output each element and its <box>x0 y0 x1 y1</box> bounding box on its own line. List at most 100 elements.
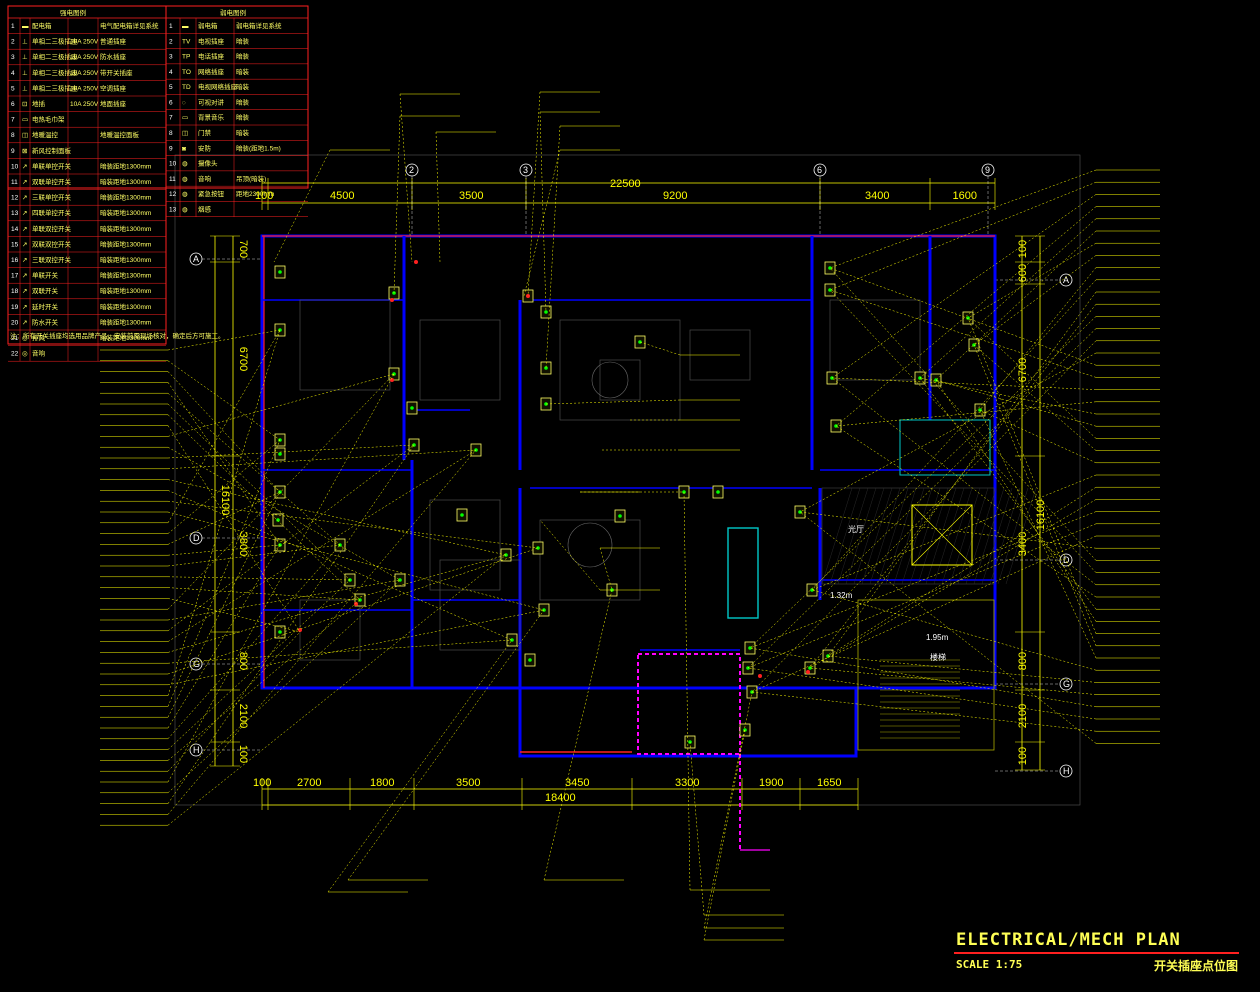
dim-label-top: 3500 <box>459 190 483 202</box>
leader-line <box>545 399 681 405</box>
legend-row-desc: 暗装距地1300mm <box>100 333 151 342</box>
leader-line <box>829 169 1097 269</box>
legend-row-name: 烟感 <box>198 204 212 213</box>
legend-row-desc: 电气配电箱详见系统 <box>100 21 159 30</box>
legend-row-number: 4 <box>11 70 15 77</box>
legend-row-name: 双联单控开关 <box>32 177 72 186</box>
legend-symbol-icon: ⊥ <box>22 85 28 92</box>
grid-bubble <box>1059 273 1073 287</box>
leader-line <box>751 340 1097 693</box>
dim-label-top: 4500 <box>330 190 354 202</box>
leader-line <box>167 444 415 631</box>
leader-line <box>749 511 1097 649</box>
legend-row-name: 三联单控开关 <box>32 193 72 202</box>
leader-line <box>167 329 281 523</box>
dim-label-top: 100 <box>255 190 273 202</box>
leader-line <box>167 371 281 493</box>
legend-row-number: 21 <box>11 335 19 342</box>
leader-line <box>167 360 281 441</box>
legend-symbol-icon: ◌ <box>182 99 186 106</box>
legend-row-desc: 弱电箱详见系统 <box>236 21 282 30</box>
dim-label-bottom: 3500 <box>456 777 480 789</box>
dim-label-right: 2100 <box>1017 704 1029 728</box>
dim-label-top: 1600 <box>953 190 977 202</box>
legend-symbol-icon: ⊥ <box>22 54 28 61</box>
dim-label-left: 6700 <box>237 347 249 371</box>
dim-label-top: 3400 <box>865 190 889 202</box>
leader-line <box>973 344 1097 646</box>
leader-line <box>935 230 1097 381</box>
leader-line <box>967 317 1097 439</box>
sheet-frame <box>174 154 1081 806</box>
legend-row-desc: 暗装距地1300mm <box>100 208 151 217</box>
drawing-title: ELECTRICAL/MECH PLAN <box>956 930 1181 950</box>
furniture-round-table <box>591 361 629 399</box>
title-block: ELECTRICAL/MECH PLAN SCALE 1:75 开关插座点位图 <box>954 930 1244 980</box>
legend-row-name: 电热毛巾架 <box>32 115 65 124</box>
hatch-line <box>981 487 1013 585</box>
outlet-dot-icon <box>276 518 280 522</box>
legend-row-desc: 带开关插座 <box>100 68 133 77</box>
leader-line <box>809 304 1097 669</box>
hatch-line <box>845 487 877 585</box>
legend-row-name: 排风 <box>32 333 46 342</box>
leader-line <box>539 519 601 591</box>
grid-bubble-label: G <box>193 659 200 669</box>
legend-row-number: 4 <box>169 69 173 76</box>
dim-label-bottom: 1900 <box>759 777 783 789</box>
legend-row-number: 3 <box>169 54 173 61</box>
outlet-dot-icon <box>828 266 832 270</box>
legend-row-desc: 地暖温控面板 <box>100 130 140 139</box>
leader-line <box>749 647 1097 708</box>
outlet-dot-icon <box>716 490 720 494</box>
hatch-line <box>869 487 901 585</box>
hatch-line <box>997 487 1029 585</box>
leader-line <box>829 267 1097 561</box>
legend-row-desc: 暗装 <box>236 113 250 122</box>
legend-row-name: 防水开关 <box>32 317 59 326</box>
leader-line <box>973 344 1097 451</box>
legend-row-desc: 地面插座 <box>100 99 127 108</box>
leader-line <box>979 267 1097 411</box>
leader-line <box>273 149 331 263</box>
marker-dot-icon <box>758 674 762 678</box>
grid-bubble-label: D <box>1063 555 1070 565</box>
room-label: 楼梯 <box>930 652 946 662</box>
outer-wall-lower <box>518 686 858 758</box>
legend-symbol-icon: ◫ <box>182 130 188 137</box>
leader-line <box>979 409 1097 464</box>
hatch-line <box>1005 487 1037 585</box>
legend-row-name: 门禁 <box>198 128 212 137</box>
leader-line <box>747 667 1097 720</box>
legend-row-number: 17 <box>11 273 19 280</box>
legend-row-number: 7 <box>11 117 15 124</box>
legend-symbol-icon: ↗ <box>22 195 27 202</box>
leader-line <box>829 267 1097 366</box>
legend-row-number: 13 <box>169 206 177 213</box>
legend-row-desc: 暗装 <box>236 36 250 45</box>
leader-line <box>167 511 545 611</box>
legend-row-name: 单相二三极插座 <box>32 68 78 77</box>
legend-symbol-icon: ⊥ <box>22 70 28 77</box>
legend-symbol-icon: ◙ <box>182 145 186 152</box>
legend-symbol-icon: ◫ <box>22 132 28 139</box>
elevator-shaft <box>911 504 973 566</box>
legend-row-desc: 暗装(距地1.5m) <box>236 143 281 152</box>
dim-label-right: 100 <box>1017 747 1029 765</box>
legend-row-number: 16 <box>11 257 19 264</box>
leader-line <box>543 589 613 881</box>
counter <box>899 419 991 476</box>
leader-line <box>811 589 1097 671</box>
leader-line <box>167 547 539 675</box>
dim-label-bottom: 100 <box>253 777 271 789</box>
legend-row-number: 10 <box>11 163 19 170</box>
legend-row-name: 地暖温控 <box>32 130 59 139</box>
leader-line <box>523 149 561 297</box>
legend-symbol-icon: ↗ <box>22 210 27 217</box>
furniture-outline <box>599 359 641 401</box>
legend-symbol-icon: TD <box>182 84 191 91</box>
legend-header-right: 弱电图例 <box>220 8 246 17</box>
leader-line <box>809 499 1097 669</box>
hatch-line <box>893 487 925 585</box>
leader-line <box>935 379 1097 622</box>
